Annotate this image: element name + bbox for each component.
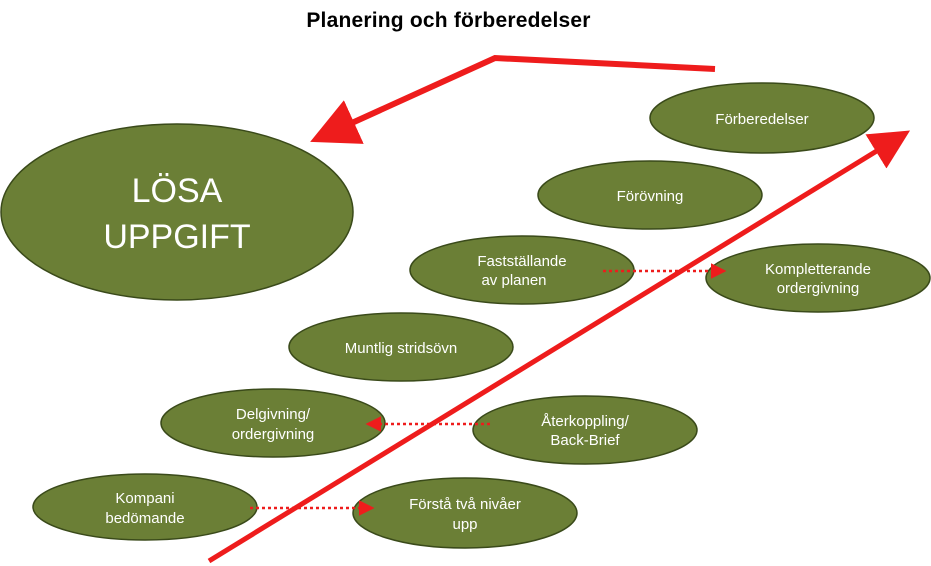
- node-aterkoppling: Återkoppling/ Back-Brief: [472, 395, 698, 465]
- node-kompletterande: Kompletterande ordergivning: [705, 243, 931, 313]
- node-faststallande-line-1: Fastställande: [477, 253, 566, 270]
- node-forberedelser-label: Förberedelser: [715, 111, 808, 128]
- node-kompani-line-1: Kompani: [115, 490, 174, 507]
- node-forsta-line-1: Förstå två nivåer: [409, 496, 521, 513]
- node-muntlig-label: Muntlig stridsövn: [345, 340, 458, 357]
- node-kompani-line-2: bedömande: [105, 510, 184, 527]
- node-aterkoppling-line-1: Återkoppling/: [541, 413, 629, 430]
- node-kompletterande-line-1: Kompletterande: [765, 261, 871, 278]
- node-forsta: Förstå två nivåer upp: [352, 477, 578, 549]
- node-kompani: Kompani bedömande: [32, 473, 258, 541]
- node-forberedelser: Förberedelser: [649, 82, 875, 154]
- node-delgivning: Delgivning/ ordergivning: [160, 388, 386, 458]
- node-aterkoppling-line-2: Back-Brief: [550, 432, 620, 449]
- diagram-title: Planering och förberedelser: [306, 9, 591, 32]
- main-goal-line-1: LÖSA: [132, 172, 223, 210]
- main-goal-line-2: UPPGIFT: [103, 218, 250, 256]
- node-muntlig: Muntlig stridsövn: [288, 312, 514, 382]
- node-delgivning-line-2: ordergivning: [232, 426, 315, 443]
- node-forovning-label: Förövning: [617, 188, 684, 205]
- node-forovning: Förövning: [537, 160, 763, 230]
- main-progress-arrow: [207, 130, 911, 564]
- return-arrow: [310, 54, 716, 144]
- node-faststallande-line-2: av planen: [481, 272, 546, 289]
- main-goal: LÖSA UPPGIFT: [0, 123, 354, 301]
- node-forsta-line-2: upp: [452, 516, 477, 533]
- node-kompletterande-line-2: ordergivning: [777, 280, 860, 297]
- node-faststallande: Fastställande av planen: [409, 235, 635, 305]
- node-delgivning-line-1: Delgivning/: [236, 406, 311, 423]
